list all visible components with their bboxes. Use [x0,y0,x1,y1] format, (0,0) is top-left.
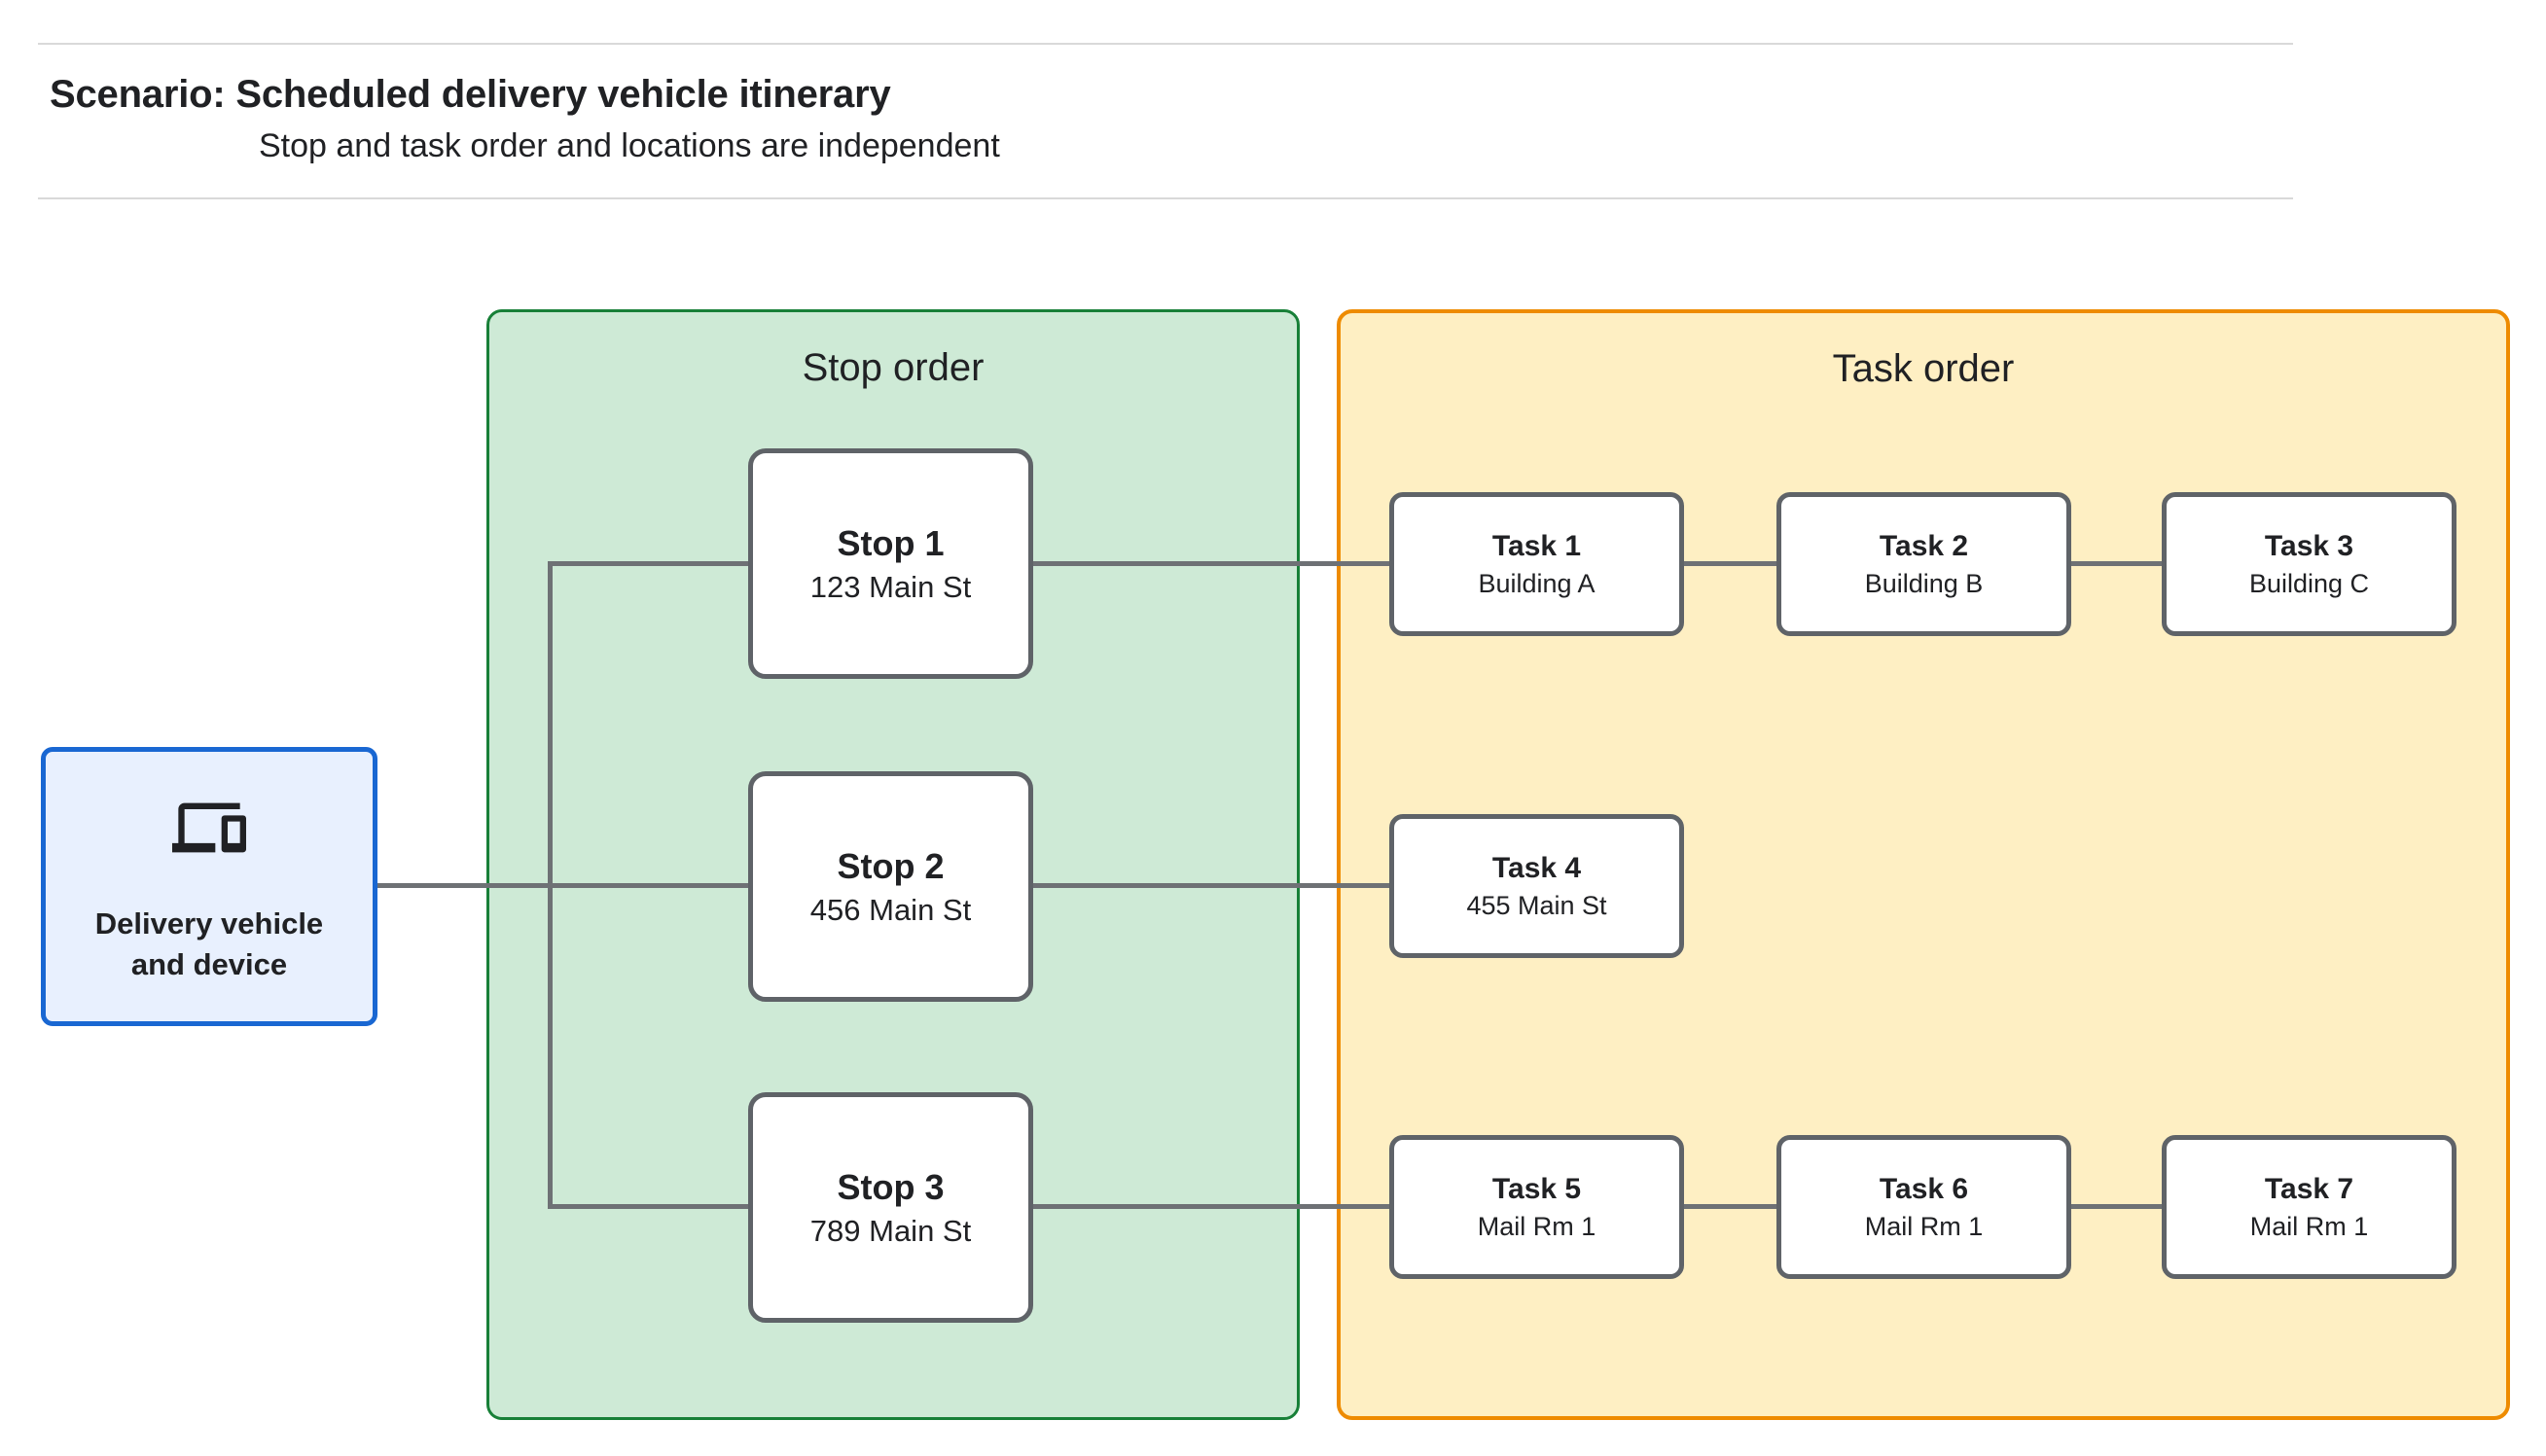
task4-location: 455 Main St [1466,891,1607,920]
task6-location: Mail Rm 1 [1864,1212,1984,1241]
task5-title: Task 5 [1491,1173,1582,1205]
task1-node: Task 1 Building A [1389,492,1684,636]
task-order-group-title: Task order [1832,347,2015,390]
connector-task6-to-task7 [2070,1204,2162,1209]
delivery-vehicle-label-line2: and device [130,947,288,981]
task1-title: Task 1 [1491,530,1582,562]
task3-node: Task 3 Building C [2162,492,2456,636]
divider-top [38,43,2293,45]
task3-location: Building C [2248,569,2370,598]
task4-title: Task 4 [1491,852,1582,884]
stop3-address: 789 Main St [809,1213,972,1248]
task2-node: Task 2 Building B [1776,492,2071,636]
task7-node: Task 7 Mail Rm 1 [2162,1135,2456,1279]
stop-order-group-title: Stop order [802,346,985,389]
connector-task5-to-task6 [1684,1204,1776,1209]
connector-device-to-stop2 [377,883,748,888]
delivery-vehicle-label: Delivery vehicle and device [95,904,323,985]
stop2-node: Stop 2 456 Main St [748,771,1033,1002]
connector-stop3-to-task5 [1033,1204,1389,1209]
stop1-address: 123 Main St [809,569,972,604]
delivery-vehicle-label-line1: Delivery vehicle [94,906,324,941]
connector-task2-to-task3 [2070,561,2162,566]
stop3-title: Stop 3 [837,1166,945,1207]
task1-location: Building A [1478,569,1596,598]
task5-location: Mail Rm 1 [1477,1212,1596,1241]
connector-trunk-to-stop3 [548,1204,748,1209]
stop3-node: Stop 3 789 Main St [748,1092,1033,1323]
task7-location: Mail Rm 1 [2249,1212,2369,1241]
task3-title: Task 3 [2264,530,2354,562]
stop2-address: 456 Main St [809,892,972,927]
task5-node: Task 5 Mail Rm 1 [1389,1135,1684,1279]
task7-title: Task 7 [2264,1173,2354,1205]
page-title: Scenario: Scheduled delivery vehicle iti… [50,73,891,116]
devices-icon [172,802,246,853]
task2-location: Building B [1864,569,1984,598]
page-subtitle: Stop and task order and locations are in… [259,127,1000,164]
connector-task1-to-task2 [1684,561,1776,566]
task2-title: Task 2 [1879,530,1969,562]
stop2-title: Stop 2 [837,845,945,886]
delivery-vehicle-node: Delivery vehicle and device [41,747,377,1026]
connector-stop2-to-task4 [1033,883,1389,888]
stop1-node: Stop 1 123 Main St [748,448,1033,679]
stop1-title: Stop 1 [837,522,945,563]
divider-bottom [38,197,2293,199]
task6-title: Task 6 [1879,1173,1969,1205]
connector-trunk-to-stop1 [548,561,748,566]
task4-node: Task 4 455 Main St [1389,814,1684,958]
task6-node: Task 6 Mail Rm 1 [1776,1135,2071,1279]
connector-trunk-vertical [548,561,553,1209]
connector-stop1-to-task1 [1033,561,1389,566]
